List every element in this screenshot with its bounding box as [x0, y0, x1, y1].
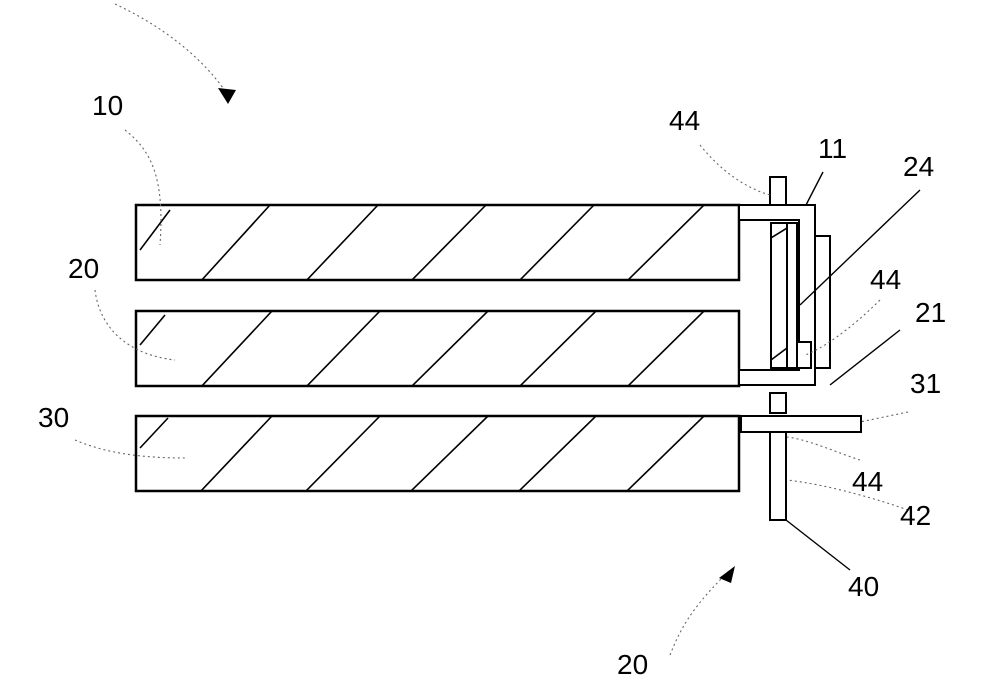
label-bracket: 11: [818, 133, 847, 164]
label-tab: 31: [910, 368, 941, 399]
label-spacer-inner: 44: [870, 264, 901, 295]
inner-plate: [787, 223, 797, 368]
label-plate-10: 10: [92, 90, 123, 121]
label-rod-body: 42: [900, 500, 931, 531]
label-spacer-lower: 44: [852, 466, 883, 497]
label-frame: 21: [915, 297, 946, 328]
label-plate-20: 20: [68, 253, 99, 284]
plate-30: [136, 416, 739, 492]
label-spacer-upper: 44: [669, 105, 700, 136]
assembly-arrow-bottom: [670, 566, 735, 655]
plate-20: [136, 311, 739, 388]
spacer-middle: [770, 393, 786, 413]
label-plate-30: 30: [38, 402, 69, 433]
core-24: [771, 223, 787, 368]
label-assembly-bottom: 20: [617, 649, 648, 680]
inner-spacer: [797, 342, 811, 368]
rod-40: [770, 432, 786, 520]
assembly-arrow-top: [115, 4, 236, 104]
spacer-upper: [770, 177, 786, 205]
label-rod: 40: [848, 571, 879, 602]
plate-10: [136, 205, 739, 282]
tab-31: [741, 416, 861, 432]
label-core: 24: [903, 151, 934, 182]
